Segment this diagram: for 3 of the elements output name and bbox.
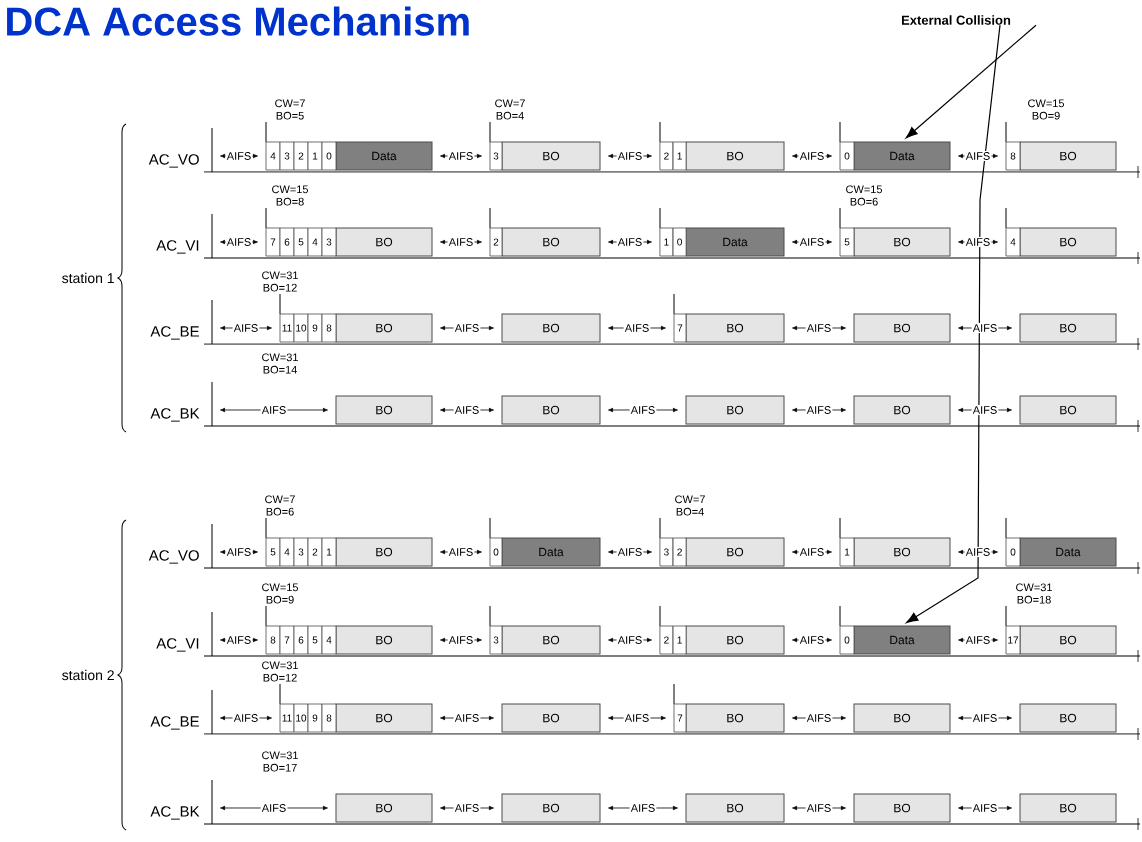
arrow [906,24,1001,624]
arrow [905,24,1037,139]
title: DCA Access Mechanism [7,6,469,36]
